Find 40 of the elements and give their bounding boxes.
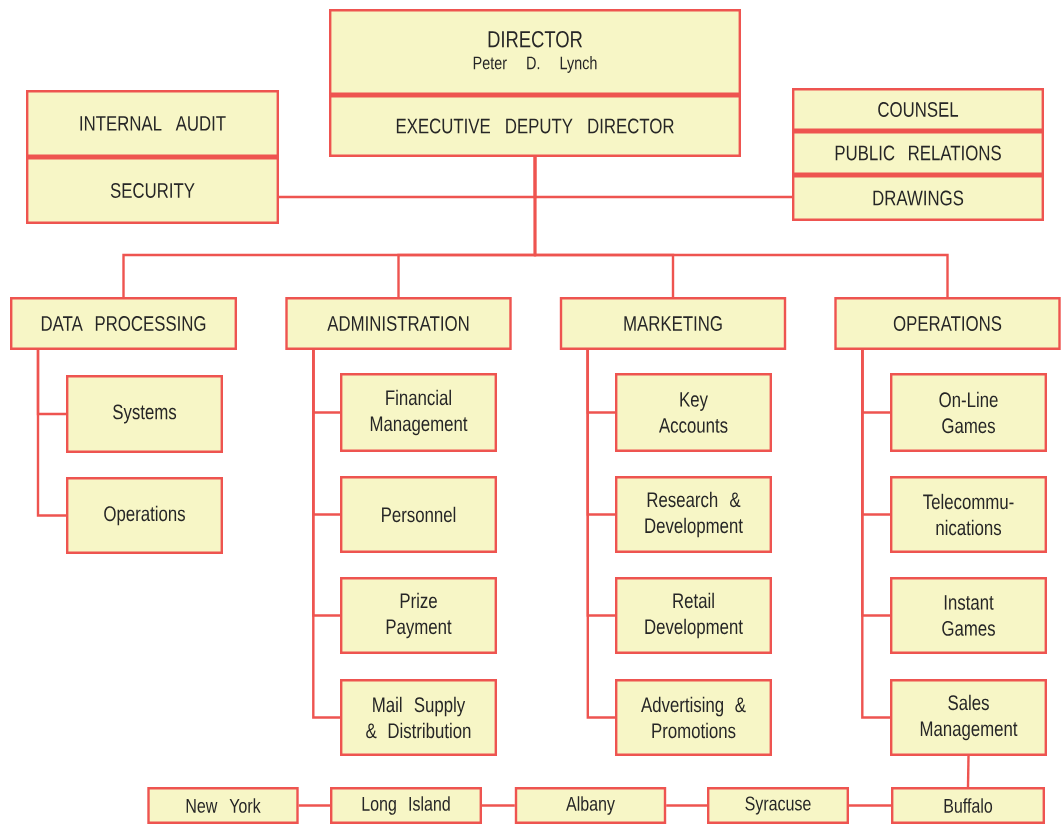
org-box: Advertising & Promotions [615, 679, 772, 756]
connector-line [36, 350, 66, 517]
org-box: Prize Payment [340, 577, 497, 654]
org-box: DRAWINGS [792, 175, 1044, 221]
org-box: Albany [514, 787, 667, 824]
org-box: Operations [66, 477, 223, 554]
org-box: Instant Games [890, 577, 1047, 654]
org-box: INTERNAL AUDIT [26, 90, 279, 157]
org-box: DIRECTOR Peter D. Lynch [329, 9, 741, 95]
org-box: Personnel [340, 476, 497, 553]
org-box: EXECUTIVE DEPUTY DIRECTOR [329, 95, 741, 157]
connector-line [586, 350, 615, 719]
org-box: Long Island [330, 787, 482, 824]
org-box: Systems [66, 375, 223, 453]
org-box: New York [147, 787, 299, 824]
connector-line [533, 157, 949, 297]
org-box: DATA PROCESSING [10, 297, 237, 350]
connector-line [298, 804, 330, 807]
org-box: Research & Development [615, 476, 772, 553]
org-box: Retail Development [615, 577, 772, 654]
connector-line [666, 804, 707, 807]
org-box: On-Line Games [890, 373, 1047, 452]
org-box: OPERATIONS [834, 297, 1061, 350]
org-box: Buffalo [891, 787, 1045, 824]
org-box: SECURITY [26, 157, 279, 224]
org-box: Financial Management [340, 373, 497, 452]
org-box: PUBLIC RELATIONS [792, 131, 1044, 175]
org-box: Mail Supply & Distribution [340, 679, 497, 756]
org-box: Syracuse [707, 787, 849, 824]
org-box: Key Accounts [615, 373, 772, 452]
org-box: Telecommu- nications [890, 476, 1047, 553]
connector-line [482, 804, 515, 807]
org-box: ADMINISTRATION [285, 297, 512, 350]
org-box: MARKETING [559, 297, 787, 350]
connector-line [861, 350, 890, 719]
connector-line [966, 755, 970, 788]
connector-line [849, 804, 891, 807]
org-box: Sales Management [890, 679, 1047, 756]
connector-line [312, 350, 340, 719]
org-box: COUNSEL [792, 88, 1044, 131]
